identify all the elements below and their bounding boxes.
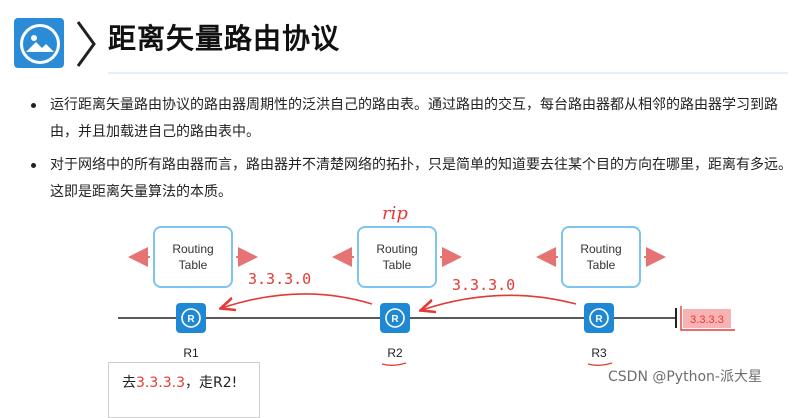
destination-ip: 3.3.3.3: [690, 314, 724, 326]
routing-table-r2-line2: Table: [383, 258, 412, 272]
route-advertisement-arrow-left: [222, 293, 373, 308]
route-label-right: 3.3.3.0: [452, 276, 515, 294]
page-title: 距离矢量路由协议: [108, 22, 341, 55]
title-bar: 距离矢量路由协议: [0, 0, 808, 76]
watermark: CSDN @Python-派大星: [608, 369, 762, 385]
routing-table-r2-line1: Routing: [376, 242, 417, 256]
route-advertisement-arrow-right: [422, 294, 577, 310]
router-r1: R R1: [176, 303, 206, 360]
routing-table-r3-line1: Routing: [580, 242, 621, 256]
router-label-r2: R2: [387, 346, 403, 360]
routing-table-r1: Routing Table: [153, 226, 233, 288]
router-label-r1: R1: [183, 346, 199, 360]
network-diagram: Routing Table Routing Table Routing Tabl…: [118, 203, 735, 366]
destination-network: 3.3.3.3: [680, 306, 735, 331]
title-divider: [108, 72, 788, 74]
route-label-left: 3.3.3.0: [248, 270, 311, 288]
note-suffix: ，走R2!: [184, 375, 238, 391]
note-prefix: 去: [122, 375, 136, 391]
router-icon-glyph: R: [595, 314, 603, 325]
router-r3: R R3: [584, 303, 614, 360]
bullet-list: 运行距离矢量路由协议的路由器周期性的泛洪自己的路由表。通过路由的交互，每台路由器…: [26, 92, 796, 212]
router-icon-glyph: R: [187, 314, 195, 325]
router-r2: R R2: [380, 303, 410, 360]
routing-table-r3: Routing Table: [561, 226, 641, 288]
routing-table-r1-line1: Routing: [172, 242, 213, 256]
rip-annotation: rip: [382, 203, 408, 224]
routing-table-r1-line2: Table: [179, 258, 208, 272]
note-text: 去3.3.3.3，走R2!: [122, 372, 237, 392]
bullet-item: 对于网络中的所有路由器而言，路由器并不清楚网络的拓扑，只是简单的知道要去往某个目…: [26, 152, 796, 206]
routing-table-r3-line2: Table: [587, 258, 616, 272]
router-label-r3: R3: [591, 346, 607, 360]
chevron-right-icon: [76, 21, 96, 67]
note-ip: 3.3.3.3: [136, 375, 185, 391]
router-icon-glyph: R: [391, 314, 399, 325]
bullet-item: 运行距离矢量路由协议的路由器周期性的泛洪自己的路由表。通过路由的交互，每台路由器…: [26, 92, 796, 146]
routing-table-r2: Routing Table: [357, 226, 437, 288]
image-icon: [14, 18, 64, 68]
